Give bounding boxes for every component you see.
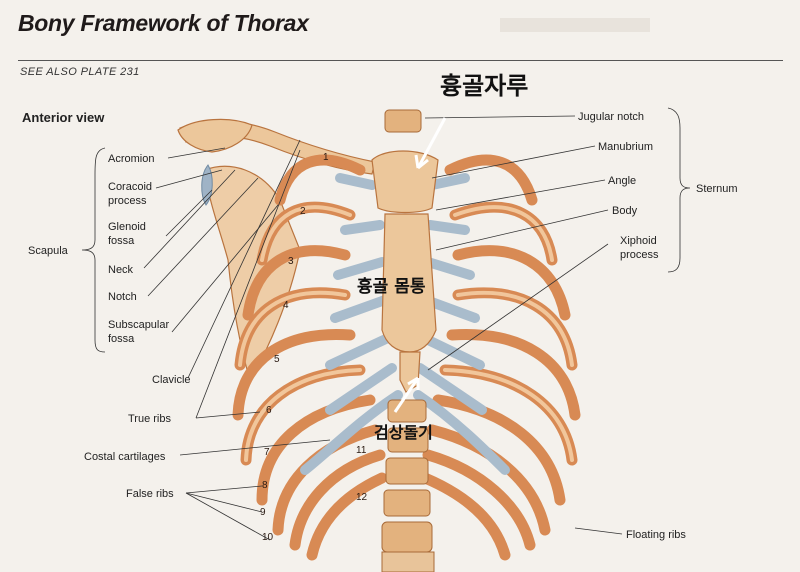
label-neck: Neck <box>108 264 134 276</box>
label-glenoid-line1: Glenoid <box>108 221 146 233</box>
rib-number-9: 9 <box>260 507 266 518</box>
rib-number-8: 8 <box>262 480 268 491</box>
korean-label-manubrium: 흉골자루 <box>440 72 528 100</box>
label-coracoid-line1: Coracoid <box>108 181 152 193</box>
annotation-arrows <box>393 117 447 413</box>
label-manubrium: Manubrium <box>598 141 653 153</box>
label-subscapular-line2: fossa <box>108 333 135 345</box>
korean-label-body: 흉골 몸통 <box>357 276 426 297</box>
rib-number-5: 5 <box>274 354 280 365</box>
vertebral-column <box>381 109 435 572</box>
page-title: Bony Framework of Thorax <box>18 10 309 36</box>
bleed-through-shadow <box>500 18 650 32</box>
sternum-shape <box>371 150 439 393</box>
rib-number-12: 12 <box>356 492 368 503</box>
see-also-reference: SEE ALSO PLATE 231 <box>20 66 140 78</box>
label-coracoid-line2: process <box>108 195 147 207</box>
rib-number-7: 7 <box>264 447 270 458</box>
label-notch: Notch <box>108 291 137 303</box>
label-angle: Angle <box>608 175 636 187</box>
label-subscapular-line1: Subscapular <box>108 319 169 331</box>
rib-number-1: 1 <box>323 152 329 163</box>
rib-number-10: 10 <box>262 532 274 543</box>
korean-label-xiphoid: 검상돌기 <box>374 423 433 442</box>
costal-cartilage-shapes <box>300 173 510 475</box>
label-acromion: Acromion <box>108 153 154 165</box>
label-true-ribs: True ribs <box>128 413 171 425</box>
rib-number-labels: 1 2 3 4 5 6 7 8 9 10 11 12 <box>260 152 368 543</box>
left-ribs <box>232 154 388 561</box>
rib-number-4: 4 <box>283 300 289 311</box>
title-rule <box>18 60 783 61</box>
label-costal-cartilages: Costal cartilages <box>84 451 166 463</box>
rib-number-2: 2 <box>300 206 306 217</box>
label-jugular-notch: Jugular notch <box>578 111 644 123</box>
rib-number-6: 6 <box>266 405 272 416</box>
label-floating-ribs: Floating ribs <box>626 529 686 541</box>
label-sternum: Sternum <box>696 183 738 195</box>
label-xiphoid-line1: Xiphoid <box>620 235 657 247</box>
view-title: Anterior view <box>22 110 105 125</box>
rib-number-11: 11 <box>356 445 367 456</box>
label-scapula: Scapula <box>28 245 69 257</box>
label-body: Body <box>612 205 638 217</box>
label-xiphoid-line2: process <box>620 249 659 261</box>
right-ribs <box>419 154 581 561</box>
label-glenoid-line2: fossa <box>108 235 135 247</box>
left-leader-lines <box>81 139 331 541</box>
right-leader-lines <box>424 107 691 535</box>
label-false-ribs: False ribs <box>126 488 174 500</box>
label-clavicle: Clavicle <box>152 374 191 386</box>
acromion-shape <box>177 118 253 153</box>
rib-number-3: 3 <box>288 256 294 267</box>
